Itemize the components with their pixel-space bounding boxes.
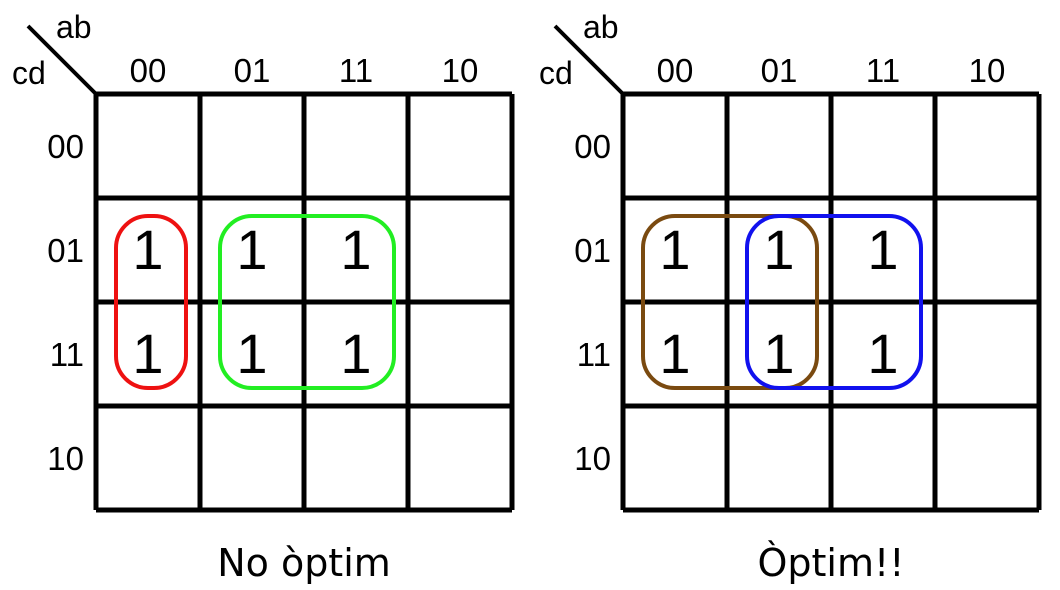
column-variable-label: ab [583,9,619,45]
column-header: 10 [442,52,479,89]
cell-value: 1 [236,322,267,385]
cell-value: 1 [132,322,163,385]
column-header: 01 [761,52,798,89]
map-caption: No òptim [217,541,391,585]
cell-value: 1 [763,218,794,281]
cell-value: 1 [867,218,898,281]
row-header: 00 [574,128,611,165]
row-header: 00 [47,128,84,165]
column-header: 00 [130,52,167,89]
cell-value: 1 [132,218,163,281]
cell-value: 1 [340,322,371,385]
row-header: 10 [47,440,84,477]
map-caption: Òptim!! [758,541,905,585]
group-loop [745,214,923,390]
cell-value: 1 [763,322,794,385]
cell-value: 1 [659,322,690,385]
group-loop [114,214,188,390]
row-header: 01 [47,232,84,269]
cell-value: 1 [340,218,371,281]
column-header: 11 [866,52,900,89]
row-header: 10 [574,440,611,477]
column-header: 10 [969,52,1006,89]
cell-value: 1 [867,322,898,385]
row-header: 11 [577,336,611,373]
column-header: 11 [339,52,373,89]
row-variable-label: cd [12,55,46,91]
cell-value: 1 [236,218,267,281]
column-variable-label: ab [56,9,92,45]
row-header: 11 [50,336,84,373]
corner-diagonal [553,24,625,96]
corner-diagonal [26,24,98,96]
column-header: 00 [657,52,694,89]
cell-value: 1 [659,218,690,281]
group-loop [641,214,819,390]
column-header: 01 [234,52,271,89]
row-header: 01 [574,232,611,269]
row-variable-label: cd [539,55,573,91]
group-loop [218,214,396,390]
